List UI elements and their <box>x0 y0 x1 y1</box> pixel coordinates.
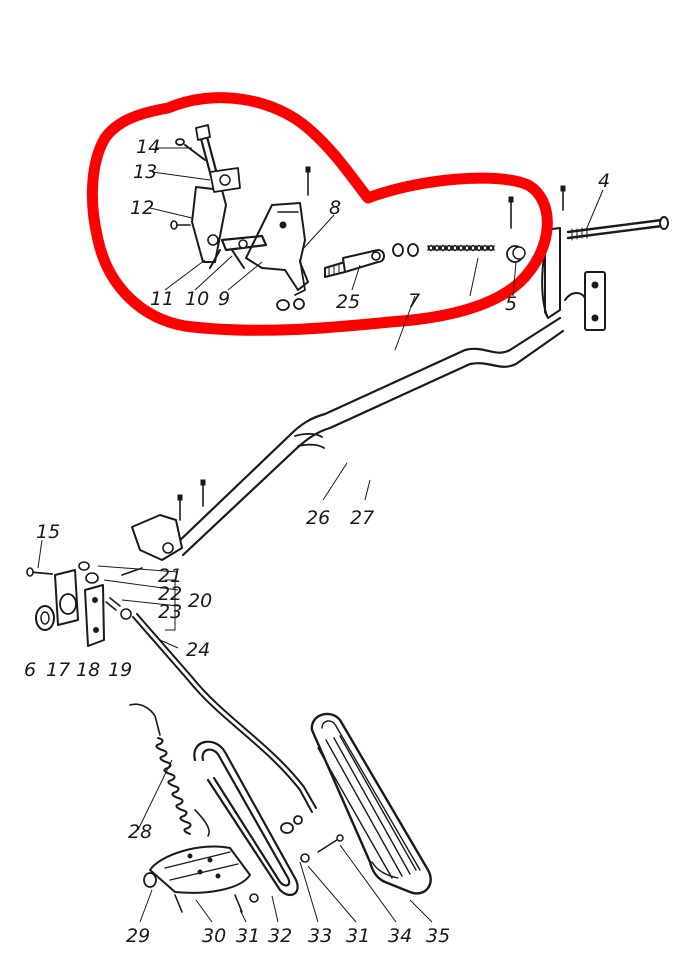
callout-34: 34 <box>388 925 412 947</box>
callout-29: 29 <box>126 925 150 947</box>
callout-33: 33 <box>308 925 332 947</box>
part-24-pedal-rod <box>132 613 317 813</box>
callout-labels: 14 13 12 11 10 9 8 25 7 5 4 26 27 15 21 … <box>24 136 610 947</box>
callout-13: 13 <box>133 161 157 183</box>
callout-28: 28 <box>128 821 152 843</box>
callout-18: 18 <box>76 659 100 681</box>
rear-mount-bracket <box>564 271 606 331</box>
part-32-pedal-lever <box>193 740 344 897</box>
callout-5: 5 <box>505 293 517 315</box>
callout-26: 26 <box>306 507 330 529</box>
spring-assembly <box>392 196 526 263</box>
callout-14: 14 <box>136 136 160 158</box>
callout-8: 8 <box>329 197 341 219</box>
callout-19: 19 <box>108 659 132 681</box>
callout-31a: 31 <box>236 925 260 947</box>
lever-assembly <box>170 124 311 311</box>
callout-4: 4 <box>598 170 610 192</box>
part-30-pivot-bracket <box>143 845 259 913</box>
part-35-pedal-pad <box>310 712 432 895</box>
part-25-rod-end <box>324 249 385 278</box>
callout-25: 25 <box>336 291 360 313</box>
highlight-loop <box>86 92 553 336</box>
callout-11: 11 <box>150 288 174 310</box>
leader-lines <box>37 147 604 923</box>
callout-30: 30 <box>202 925 226 947</box>
callout-12: 12 <box>130 197 154 219</box>
callout-20: 20 <box>188 590 212 612</box>
callout-35: 35 <box>426 925 450 947</box>
callout-7: 7 <box>408 290 420 312</box>
callout-6: 6 <box>24 659 36 681</box>
front-bracket-assembly <box>26 479 206 647</box>
callout-10: 10 <box>185 288 209 310</box>
callout-22: 22 <box>158 583 182 605</box>
callout-17: 17 <box>46 659 70 681</box>
part-28-spring <box>129 703 210 837</box>
callout-21: 21 <box>158 565 182 587</box>
linkage-rod <box>173 227 565 557</box>
callout-9: 9 <box>218 288 230 310</box>
callout-23: 23 <box>158 601 182 623</box>
callout-32: 32 <box>268 925 292 947</box>
callout-15: 15 <box>36 521 60 543</box>
callout-24: 24 <box>186 639 210 661</box>
part-4-pin <box>560 185 669 241</box>
callout-27: 27 <box>350 507 374 529</box>
callout-31b: 31 <box>346 925 370 947</box>
